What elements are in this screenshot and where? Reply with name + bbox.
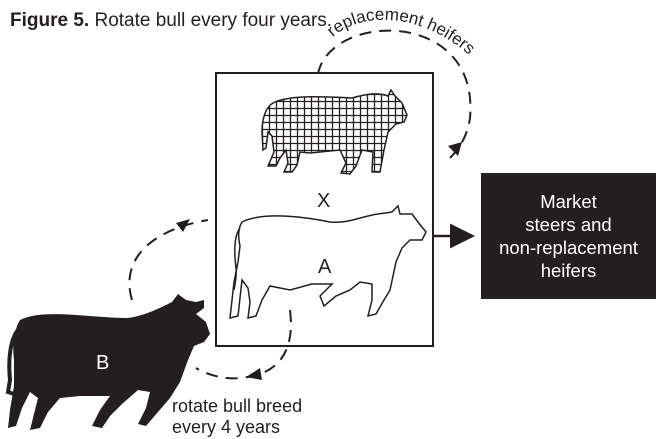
bull-out-arc	[196, 310, 291, 378]
bull-in-arc	[129, 220, 208, 300]
caption-text: Rotate bull every four years.	[89, 10, 332, 31]
bull-b-label: B	[96, 352, 109, 375]
figure-caption: Figure 5. Rotate bull every four years.	[10, 8, 332, 34]
market-box-text: Market steers and non-replacement heifer…	[499, 190, 638, 282]
figure-number: Figure 5.	[10, 10, 89, 31]
market-box: Market steers and non-replacement heifer…	[481, 173, 656, 299]
crosshatched-cow-icon	[262, 90, 407, 174]
bull-a-label: A	[318, 256, 331, 279]
cross-symbol: X	[317, 190, 330, 213]
rotate-bull-label: rotate bull breed every 4 years	[172, 396, 302, 438]
bull-out-arrowhead-icon	[246, 368, 262, 380]
